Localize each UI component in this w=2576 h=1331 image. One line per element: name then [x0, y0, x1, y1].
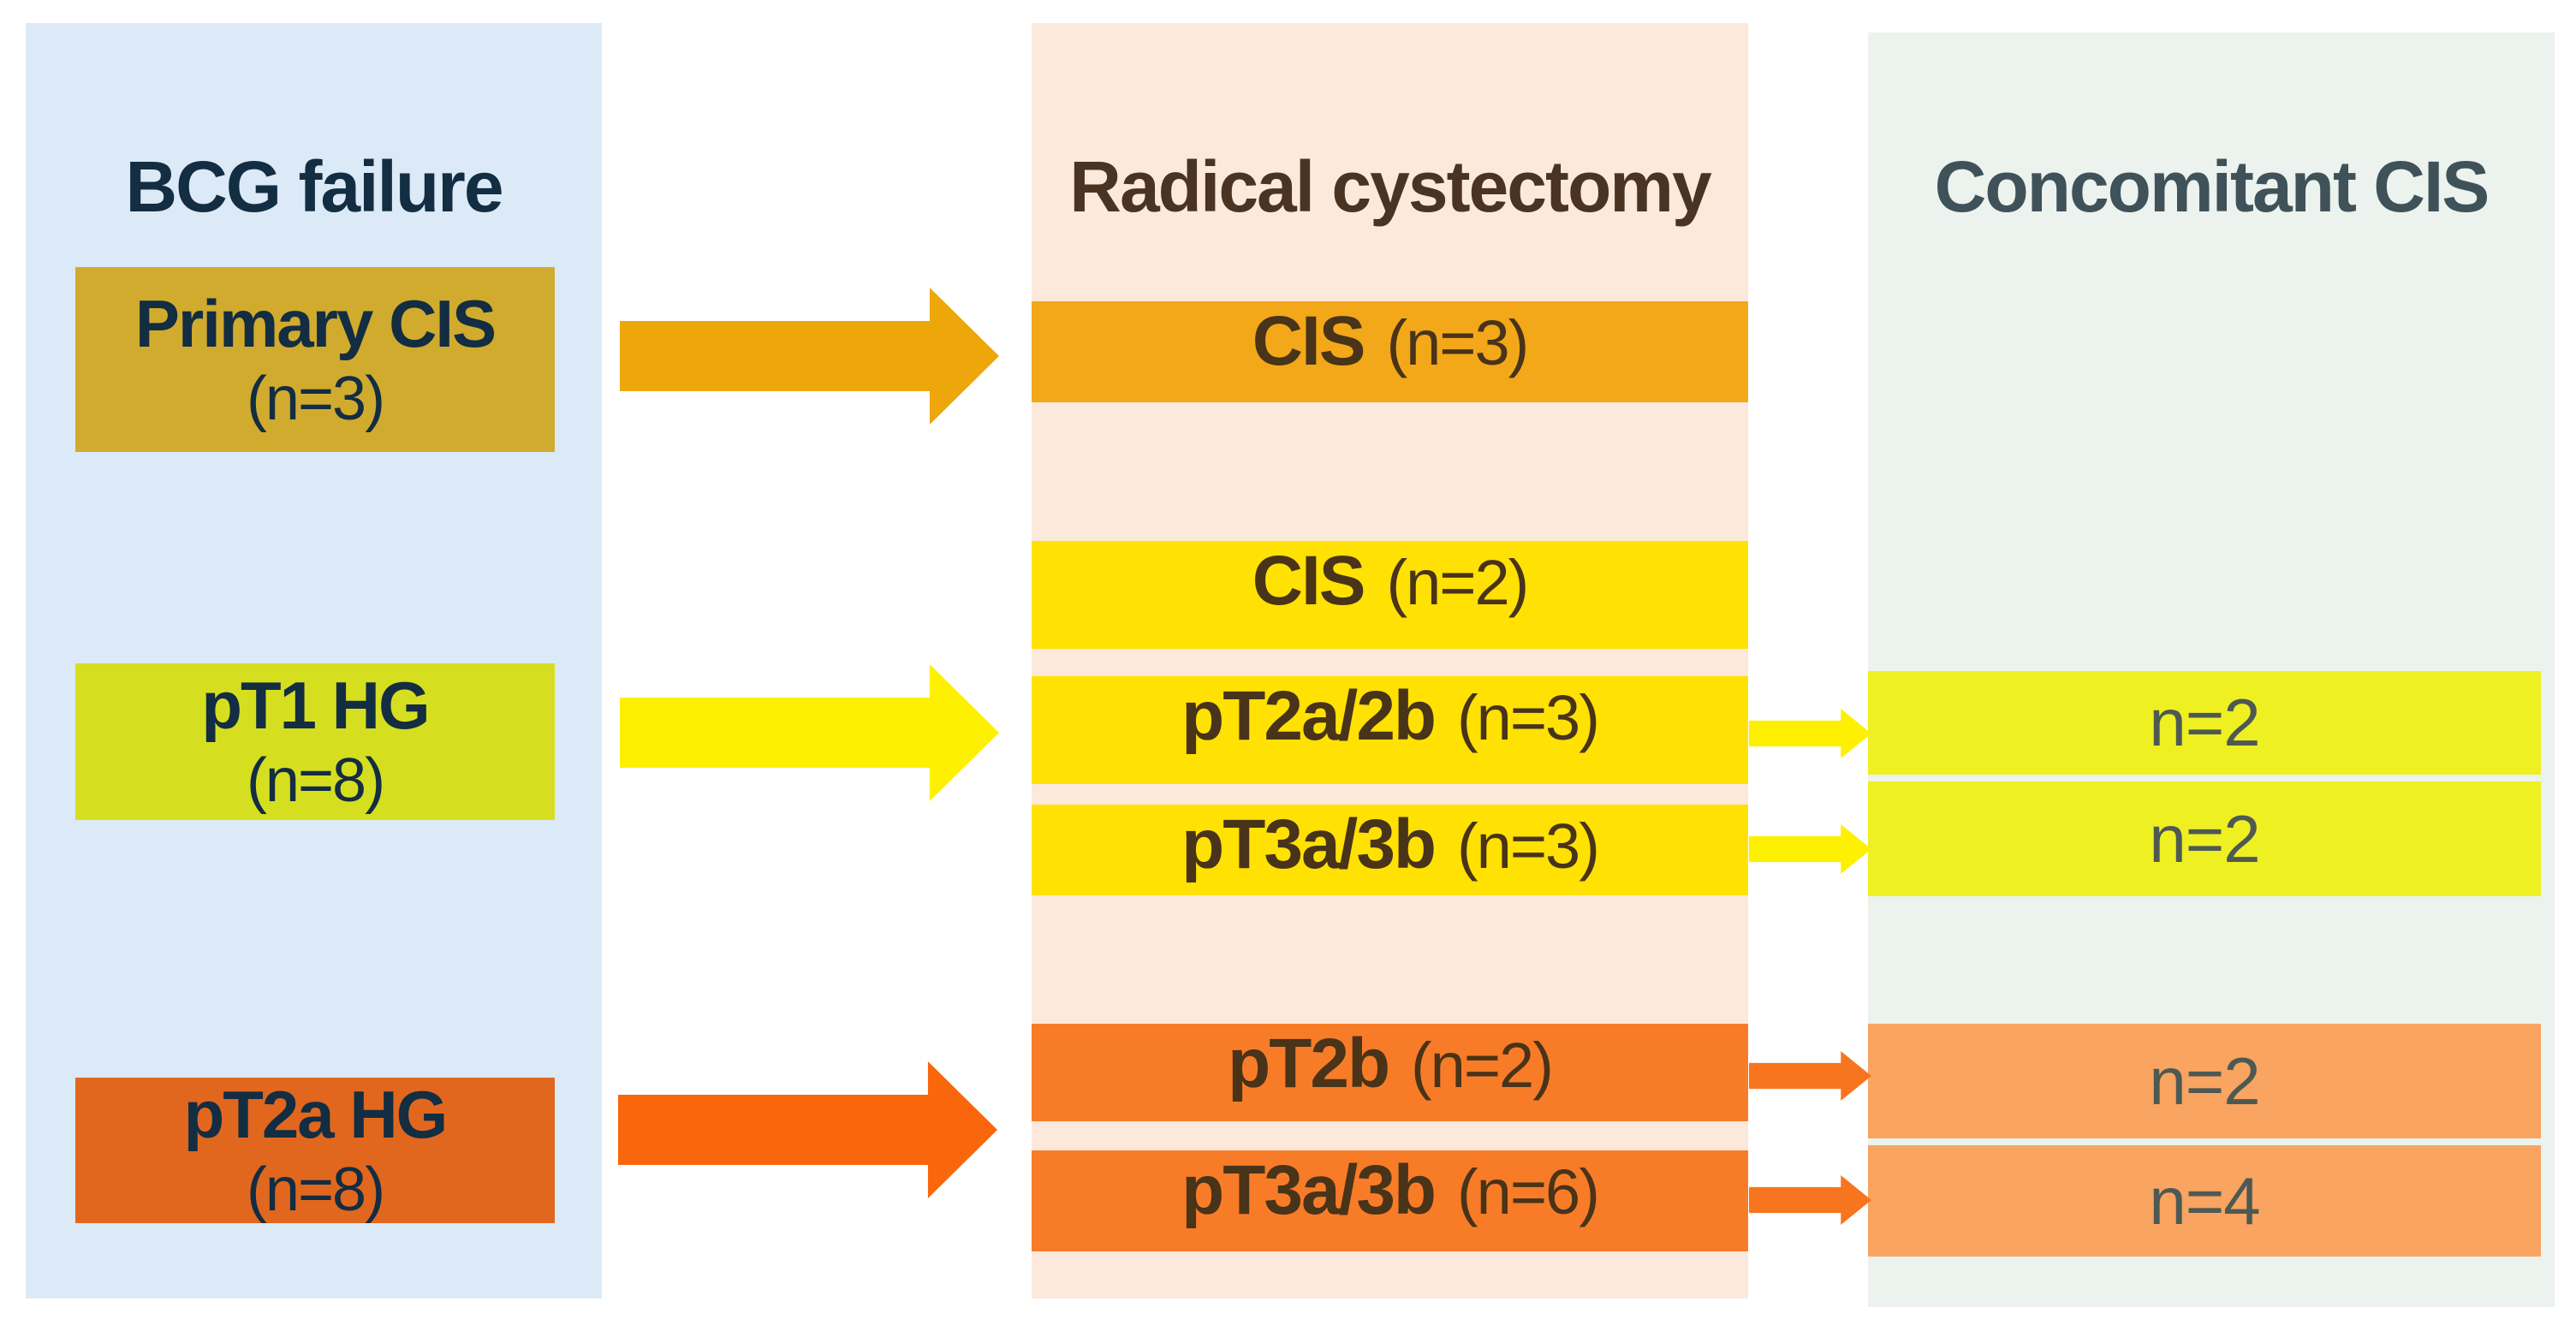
arrow-pt3a-3b-n6-to-n4-icon	[1749, 1175, 1871, 1225]
box-primary-cis-count: (n=3)	[246, 364, 385, 433]
box-pt2a-hg: pT2a HG (n=8)	[75, 1076, 555, 1224]
box-pt1-hg-label: pT1 HG	[201, 668, 430, 743]
box-concomitant-orange-1: n=2	[1868, 1024, 2541, 1138]
box-rc-pt3a-3b-n3: pT3a/3b (n=3)	[1032, 805, 1748, 895]
box-rc-pt2b-count: (n=2)	[1411, 1030, 1554, 1101]
box-rc-cis-n2-count: (n=2)	[1386, 547, 1529, 618]
box-pt2a-hg-label: pT2a HG	[183, 1076, 449, 1152]
arrow-pt3a-3b-to-n2-icon	[1749, 824, 1871, 874]
box-rc-pt3a-3b-n6: pT3a/3b (n=6)	[1032, 1150, 1748, 1251]
arrow-pt2a-hg-to-rc-icon	[618, 1061, 997, 1198]
box-rc-cis-n3-label: CIS	[1252, 302, 1366, 380]
arrow-pt2b-to-n2-icon	[1749, 1051, 1871, 1101]
box-primary-cis: Primary CIS (n=3)	[75, 267, 555, 452]
box-rc-pt2a-2b-count: (n=3)	[1457, 682, 1600, 753]
box-rc-pt2b-label: pT2b	[1228, 1025, 1390, 1102]
box-rc-cis-n2: CIS (n=2)	[1032, 541, 1748, 649]
box-rc-pt3a-3b-n3-label: pT3a/3b	[1181, 805, 1437, 883]
box-pt1-hg-count: (n=8)	[246, 746, 385, 816]
box-pt2a-hg-count: (n=8)	[246, 1155, 385, 1224]
box-rc-cis-n3-count: (n=3)	[1386, 307, 1529, 378]
arrow-primary-cis-to-cis-icon	[620, 288, 999, 425]
box-rc-cis-n2-label: CIS	[1252, 542, 1366, 620]
box-concomitant-yellow-2-count: n=2	[2149, 800, 2260, 876]
box-pt1-hg: pT1 HG (n=8)	[75, 663, 555, 820]
arrow-pt2a-2b-to-n2-icon	[1749, 709, 1871, 758]
box-concomitant-orange-2: n=4	[1868, 1145, 2541, 1257]
box-primary-cis-label: Primary CIS	[134, 285, 497, 361]
arrow-pt1-hg-to-rc-icon	[620, 664, 999, 801]
box-concomitant-orange-1-count: n=2	[2149, 1043, 2260, 1119]
box-concomitant-yellow-1-count: n=2	[2149, 685, 2260, 760]
box-concomitant-orange-2-count: n=4	[2149, 1162, 2260, 1239]
box-concomitant-yellow-2: n=2	[1868, 781, 2541, 896]
box-rc-pt3a-3b-n3-count: (n=3)	[1457, 811, 1600, 882]
box-rc-pt3a-3b-n6-count: (n=6)	[1457, 1156, 1600, 1227]
box-concomitant-yellow-1: n=2	[1868, 671, 2541, 775]
box-rc-pt2a-2b: pT2a/2b (n=3)	[1032, 676, 1748, 784]
header-bcg-failure: BCG failure	[125, 146, 503, 227]
box-rc-pt2a-2b-label: pT2a/2b	[1181, 677, 1437, 755]
box-rc-pt2b: pT2b (n=2)	[1032, 1024, 1748, 1121]
box-rc-cis-n3: CIS (n=3)	[1032, 301, 1748, 402]
box-rc-pt3a-3b-n6-label: pT3a/3b	[1181, 1151, 1437, 1229]
header-radical-cystectomy: Radical cystectomy	[1069, 146, 1711, 227]
header-concomitant-cis: Concomitant CIS	[1934, 146, 2490, 227]
